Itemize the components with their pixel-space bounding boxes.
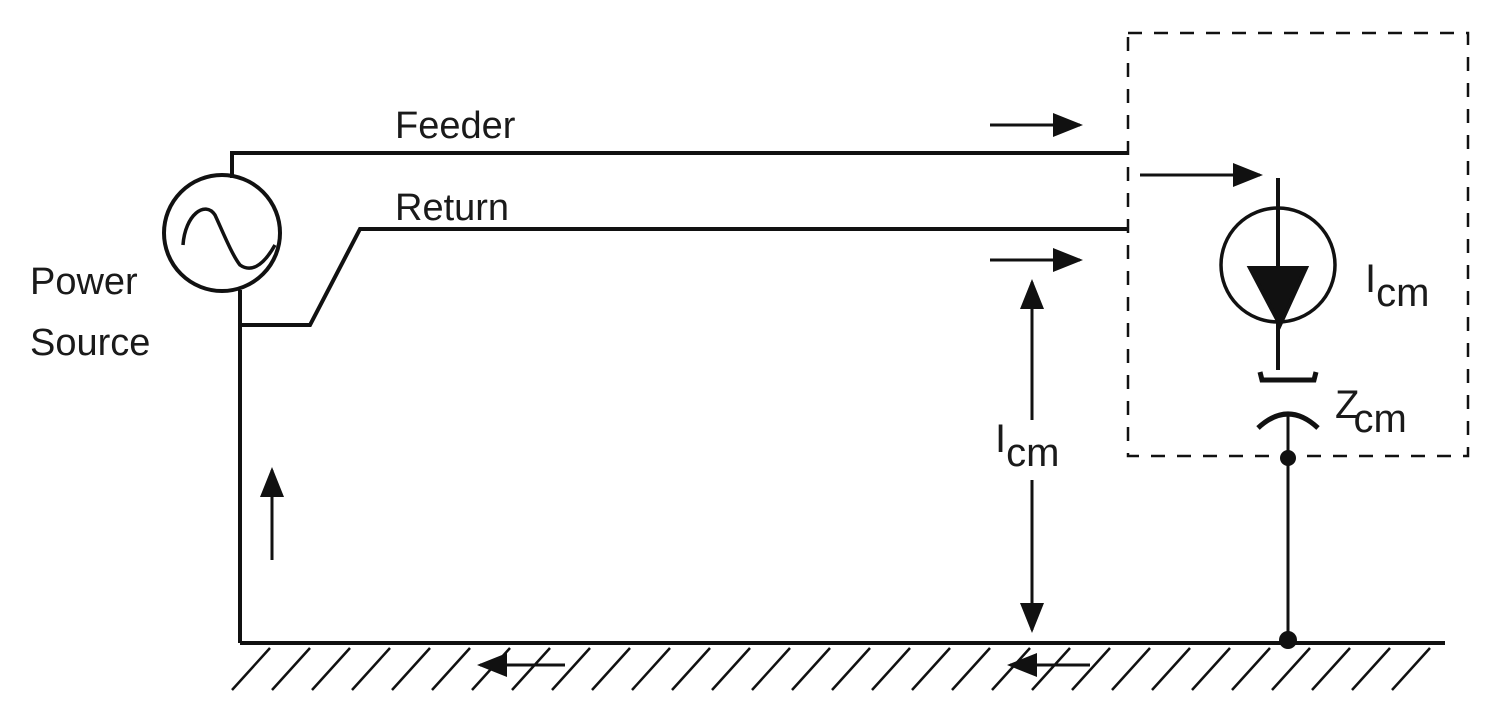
feeder-label: Feeder (395, 105, 516, 147)
hatch-line (471, 647, 511, 691)
hatch-line (311, 647, 351, 691)
hatch-line (1151, 647, 1191, 691)
junction-dot-top (1280, 450, 1296, 466)
hatch-line (991, 647, 1031, 691)
hatch-line (231, 647, 271, 691)
hatch-line (1191, 647, 1231, 691)
hatch-line (1031, 647, 1071, 691)
ground-hatching (231, 647, 1431, 691)
hatch-line (511, 647, 551, 691)
icm-source-label: Icm (1365, 257, 1429, 315)
hatch-line (591, 647, 631, 691)
hatch-line (671, 647, 711, 691)
hatch-line (271, 647, 311, 691)
power-label: Power (30, 261, 138, 303)
source-label: Source (30, 322, 150, 364)
hatch-line (1071, 647, 1111, 691)
hatch-line (791, 647, 831, 691)
hatch-line (951, 647, 991, 691)
hatch-line (551, 647, 591, 691)
load-boundary (1126, 31, 1470, 458)
current-direction-triangle (1246, 266, 1310, 330)
hatch-line (1351, 647, 1391, 691)
hatch-line (831, 647, 871, 691)
icm-path-label: Icm (995, 417, 1059, 475)
sine-wave-icon (181, 207, 277, 270)
hatch-line (711, 647, 751, 691)
feeder-wire (230, 151, 1128, 178)
return-wire (240, 227, 1128, 327)
hatch-line (751, 647, 791, 691)
hatch-line (351, 647, 391, 691)
ac-source-icon (162, 173, 282, 293)
hatch-line (1111, 647, 1151, 691)
hatch-line (1311, 647, 1351, 691)
hatch-line (1231, 647, 1271, 691)
junction-dot-ground (1279, 631, 1297, 649)
hatch-line (1391, 647, 1431, 691)
capacitor-upper-plate (1257, 371, 1319, 383)
hatch-line (431, 647, 471, 691)
hatch-line (1271, 647, 1311, 691)
hatch-line (871, 647, 911, 691)
hatch-line (391, 647, 431, 691)
zcm-label: Zcm (1335, 383, 1407, 441)
hatch-line (911, 647, 951, 691)
hatch-line (631, 647, 671, 691)
return-label: Return (395, 187, 509, 229)
